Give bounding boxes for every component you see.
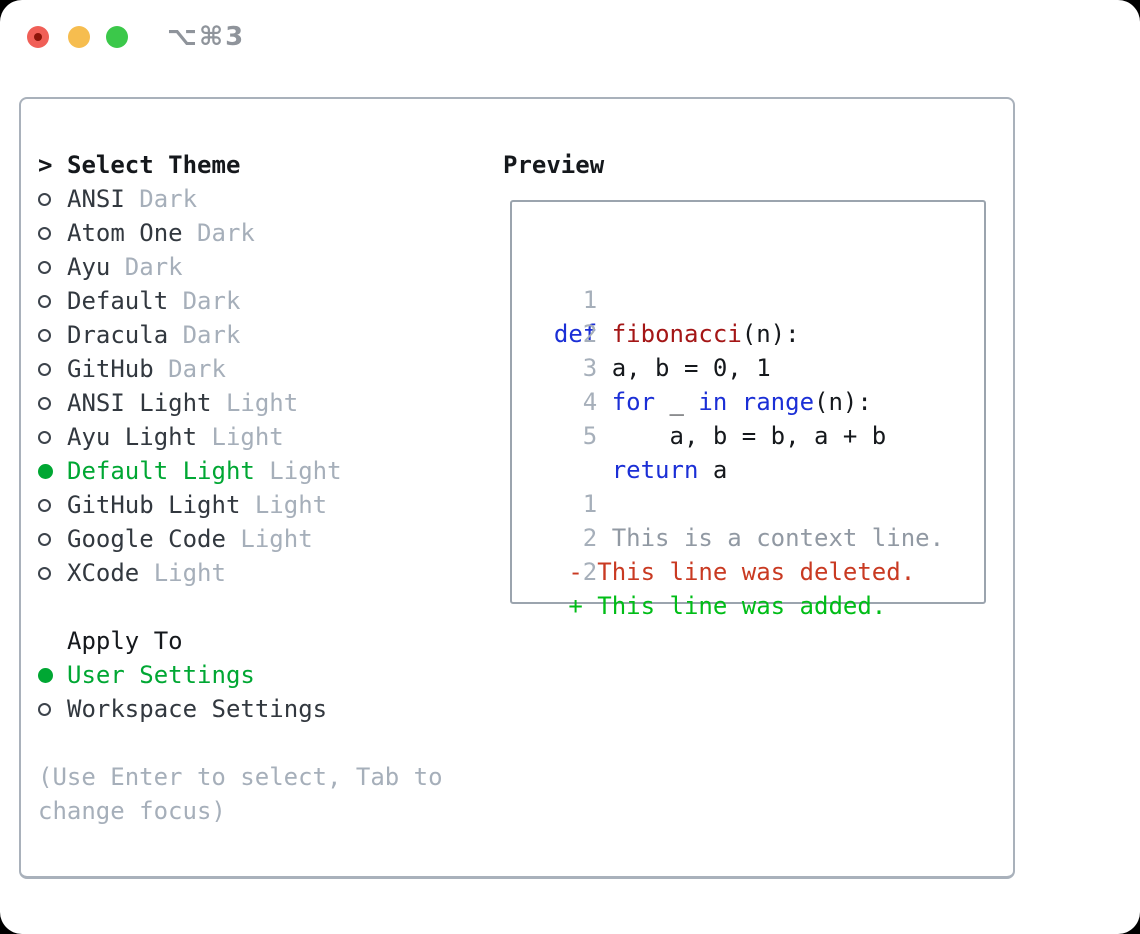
token-default: a (698, 456, 728, 484)
token-keyword: def (553, 320, 598, 348)
apply-to-title: Apply To (67, 627, 183, 655)
radio-icon (38, 567, 67, 580)
theme-option[interactable]: Default Dark (38, 284, 443, 318)
radio-icon (38, 703, 67, 716)
token-default: a, b = b, a + b (553, 422, 887, 450)
radio-icon (38, 227, 67, 240)
preview-title: Preview (503, 151, 605, 179)
diff-context-line: 1 This is a context line. (525, 453, 944, 552)
line-number: 1 (582, 286, 612, 314)
code-line: 1 def fibonacci(n): (525, 249, 944, 348)
token-keyword: range (741, 388, 815, 416)
token-keyword: for (611, 388, 656, 416)
radio-icon (38, 533, 67, 546)
theme-option[interactable]: Atom One Dark (38, 216, 443, 250)
code-line: 5 return a (525, 385, 944, 484)
theme-option[interactable]: ANSI Dark (38, 182, 443, 216)
diff-added-line: 2 + This line was added. (525, 521, 944, 620)
token-default: _ (655, 388, 699, 416)
apply-to-option[interactable]: User Settings (38, 658, 443, 692)
spacer-row (38, 726, 443, 760)
theme-list-header: > Select Theme (38, 148, 443, 182)
line-number: 4 (582, 388, 612, 416)
code-line: 2 a, b = 0, 1 (525, 283, 944, 382)
theme-option[interactable]: ANSI Light Light (38, 386, 443, 420)
apply-to-option[interactable]: Workspace Settings (38, 692, 443, 726)
theme-option[interactable]: GitHub Light Light (38, 488, 443, 522)
radio-icon (38, 295, 67, 308)
hint-text-line2: change focus) (38, 797, 226, 825)
titlebar: ⌥⌘3 (0, 0, 1140, 75)
hint-text-line1: (Use Enter to select, Tab to (38, 763, 443, 791)
apply-to-list: User Settings Workspace Settings (38, 658, 443, 726)
radio-icon (38, 363, 67, 376)
radio-icon (38, 193, 67, 206)
preview-panel: 1 def fibonacci(n): 2 a, b = 0, 1 3 for … (510, 200, 986, 620)
token-context: This is a context line. (553, 524, 945, 552)
preview-code: 1 def fibonacci(n): 2 a, b = 0, 1 3 for … (525, 249, 944, 620)
token-default: a, b = 0, 1 (553, 354, 771, 382)
focus-cursor-icon: > (38, 151, 53, 179)
theme-option[interactable]: XCode Light (38, 556, 443, 590)
line-number: 2 (582, 558, 612, 586)
radio-selected-icon (38, 668, 67, 683)
radio-icon (38, 329, 67, 342)
radio-icon (38, 499, 67, 512)
token-keyword: in (698, 388, 728, 416)
apply-to-header: Apply To (38, 624, 443, 658)
code-line: 4 a, b = b, a + b (525, 351, 944, 450)
line-number: 1 (582, 490, 612, 518)
minimize-button[interactable] (68, 26, 90, 48)
window-title: ⌥⌘3 (167, 22, 246, 52)
line-number: 3 (582, 354, 612, 382)
theme-pane: > Select Theme ANSI Dark Atom One Dark Ay… (38, 148, 443, 828)
token-deleted: - This line was deleted. (553, 558, 916, 586)
theme-list-title: Select Theme (67, 151, 241, 179)
line-number (583, 456, 612, 484)
radio-icon (38, 431, 67, 444)
theme-option[interactable]: Dracula Dark (38, 318, 443, 352)
radio-icon (38, 397, 67, 410)
main-panel: > Select Theme ANSI Dark Atom One Dark Ay… (19, 97, 1015, 879)
line-number: 5 (582, 422, 612, 450)
token-function: fibonacci (611, 320, 742, 348)
token-keyword: return (611, 456, 699, 484)
token-added: + This line was added. (553, 592, 887, 620)
theme-option[interactable]: Default Light Light (38, 454, 443, 488)
theme-option[interactable]: GitHub Dark (38, 352, 443, 386)
line-number: 2 (582, 524, 612, 552)
zoom-button[interactable] (106, 26, 128, 48)
theme-list: ANSI Dark Atom One Dark Ayu Dark Default… (38, 182, 443, 590)
code-line: 3 for _ in range(n): (525, 317, 944, 416)
spacer-row (38, 590, 443, 624)
theme-option[interactable]: Ayu Dark (38, 250, 443, 284)
token-default (727, 388, 741, 416)
theme-option[interactable]: Google Code Light (38, 522, 443, 556)
radio-selected-icon (38, 464, 67, 479)
line-number: 2 (582, 320, 612, 348)
token-default: (n): (814, 388, 872, 416)
theme-option[interactable]: Ayu Light Light (38, 420, 443, 454)
close-button[interactable] (27, 26, 49, 48)
token-default: (n): (741, 320, 800, 348)
radio-icon (38, 261, 67, 274)
diff-deleted-line: 2 - This line was deleted. (525, 487, 944, 586)
